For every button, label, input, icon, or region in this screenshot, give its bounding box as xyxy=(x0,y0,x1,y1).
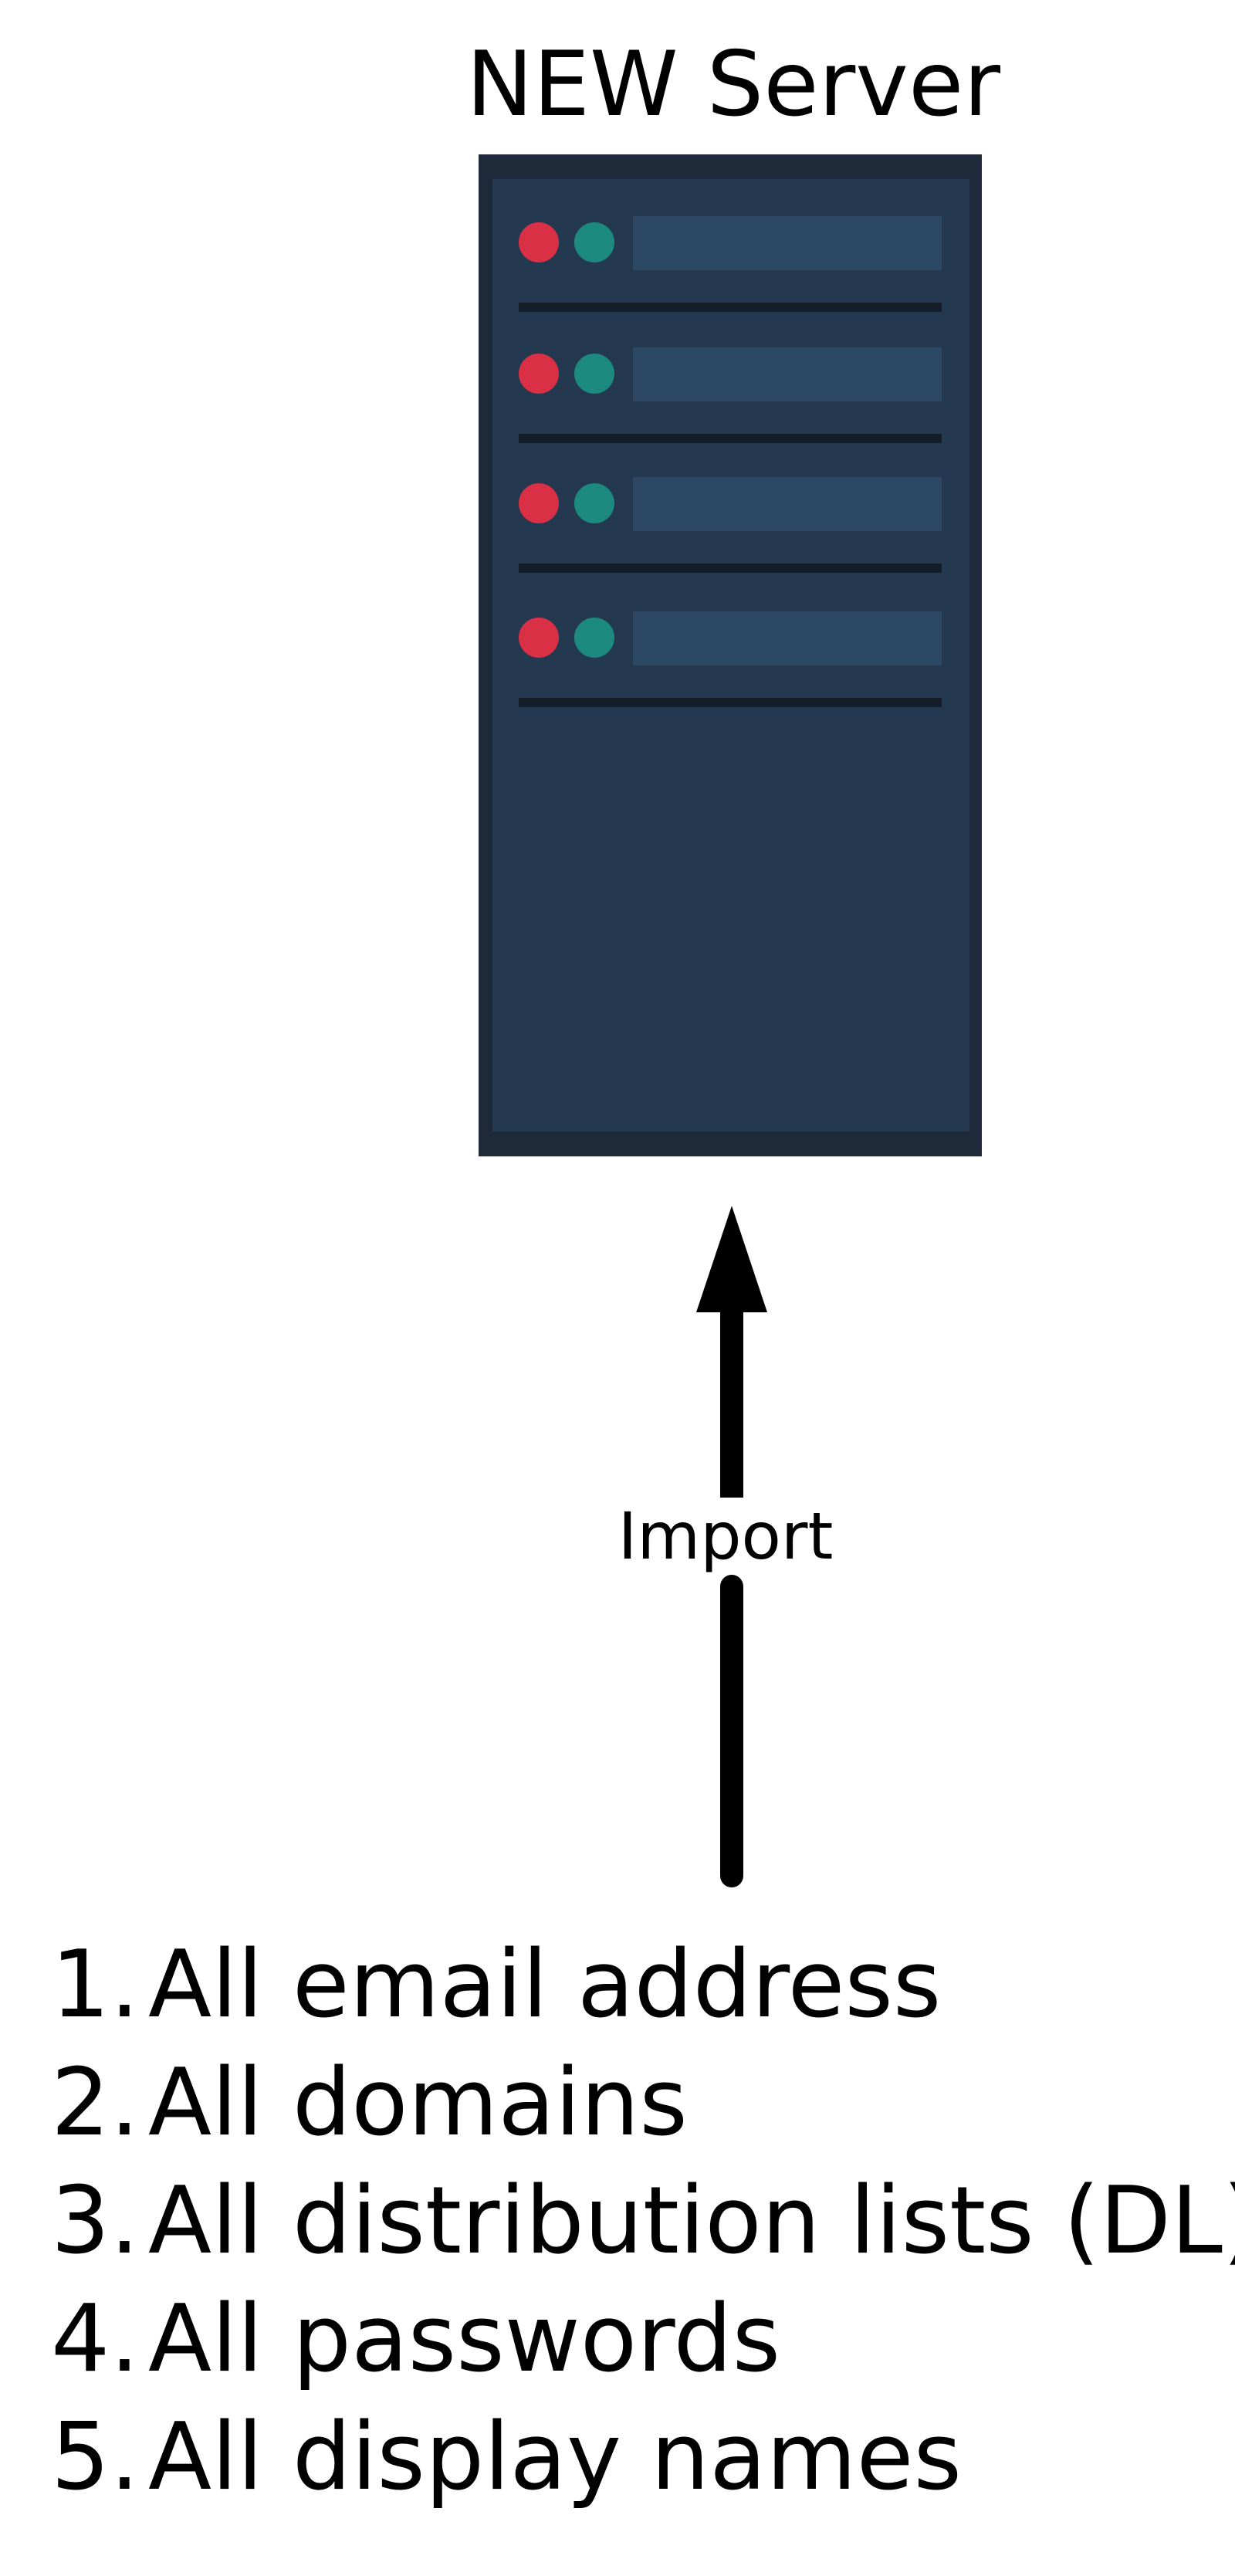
led-red-icon xyxy=(519,222,559,262)
server-slot-divider xyxy=(519,564,942,573)
arrow-head xyxy=(696,1206,767,1312)
server-slot-divider xyxy=(519,434,942,443)
list-item-number: 4. xyxy=(51,2286,140,2393)
list-item-number: 2. xyxy=(51,2050,140,2157)
led-red-icon xyxy=(519,354,559,394)
arrow-up-icon xyxy=(696,1206,767,1887)
server-rack-icon xyxy=(479,154,982,1156)
list-item: 2.All domains xyxy=(51,2044,1235,2162)
led-teal-icon xyxy=(574,354,614,394)
list-item-number: 5. xyxy=(51,2404,140,2511)
led-teal-icon xyxy=(574,483,614,523)
led-teal-icon xyxy=(574,618,614,658)
list-item-number: 1. xyxy=(51,1931,140,2039)
server-slot-bar xyxy=(633,347,942,401)
list-item: 4.All passwords xyxy=(51,2280,1235,2398)
server-slot-bar xyxy=(633,611,942,665)
list-item-text: All passwords xyxy=(148,2286,781,2393)
list-item-text: All domains xyxy=(148,2050,688,2157)
list-item-text: All display names xyxy=(148,2404,962,2511)
list-item: 1.All email address xyxy=(51,1926,1235,2044)
list-item-text: All distribution lists (DL) xyxy=(148,2168,1235,2275)
led-teal-icon xyxy=(574,222,614,262)
server-slot-bar xyxy=(633,216,942,270)
list-item: 3.All distribution lists (DL) xyxy=(51,2162,1235,2280)
list-item: 5.All display names xyxy=(51,2398,1235,2517)
arrow-label: Import xyxy=(571,1498,880,1575)
list-item-number: 3. xyxy=(51,2168,140,2275)
server-title: NEW Server xyxy=(465,32,1001,137)
led-red-icon xyxy=(519,483,559,523)
server-slot-bar xyxy=(633,477,942,531)
led-red-icon xyxy=(519,618,559,658)
server-slot-divider xyxy=(519,698,942,707)
list-item-text: All email address xyxy=(148,1931,942,2039)
server-slot-divider xyxy=(519,303,942,312)
import-items-list: 1.All email address 2.All domains 3.All … xyxy=(51,1926,1235,2517)
